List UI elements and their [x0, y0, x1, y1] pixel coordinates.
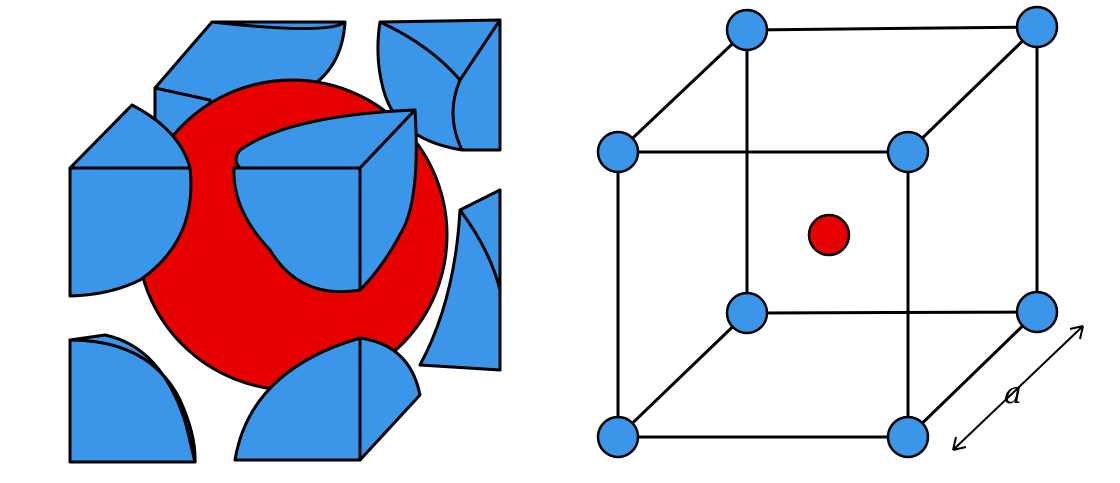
edge-bottom-left	[616, 311, 749, 439]
edge-back-bottom	[746, 310, 1038, 315]
edge-top-left	[616, 28, 749, 154]
edge-length-label: a	[1004, 376, 1022, 411]
corner-atom	[1015, 290, 1059, 334]
corner-atoms	[596, 5, 1059, 459]
cube-edges	[616, 25, 1039, 439]
edge-top-right	[906, 25, 1039, 154]
corner-piece-front-top-left	[68, 103, 193, 298]
corner-piece-front-top-right	[232, 108, 418, 294]
corner-atom	[596, 415, 640, 459]
space-filling-model	[68, 18, 502, 464]
corner-atom	[886, 415, 930, 459]
edge-length-arrow	[952, 325, 1084, 451]
corner-atom	[886, 130, 930, 174]
corner-piece-front-bottom-left	[68, 333, 197, 464]
corner-atom	[1015, 5, 1059, 49]
edge-back-top	[746, 25, 1038, 32]
center-atom	[807, 213, 851, 257]
ball-and-stick-model: a	[596, 5, 1084, 459]
corner-piece-front-bottom-right	[233, 336, 422, 462]
corner-piece-back-right	[418, 188, 502, 372]
corner-atom	[725, 8, 769, 52]
corner-atom	[725, 291, 769, 335]
corner-atom	[596, 130, 640, 174]
edge-bottom-right	[906, 310, 1039, 439]
